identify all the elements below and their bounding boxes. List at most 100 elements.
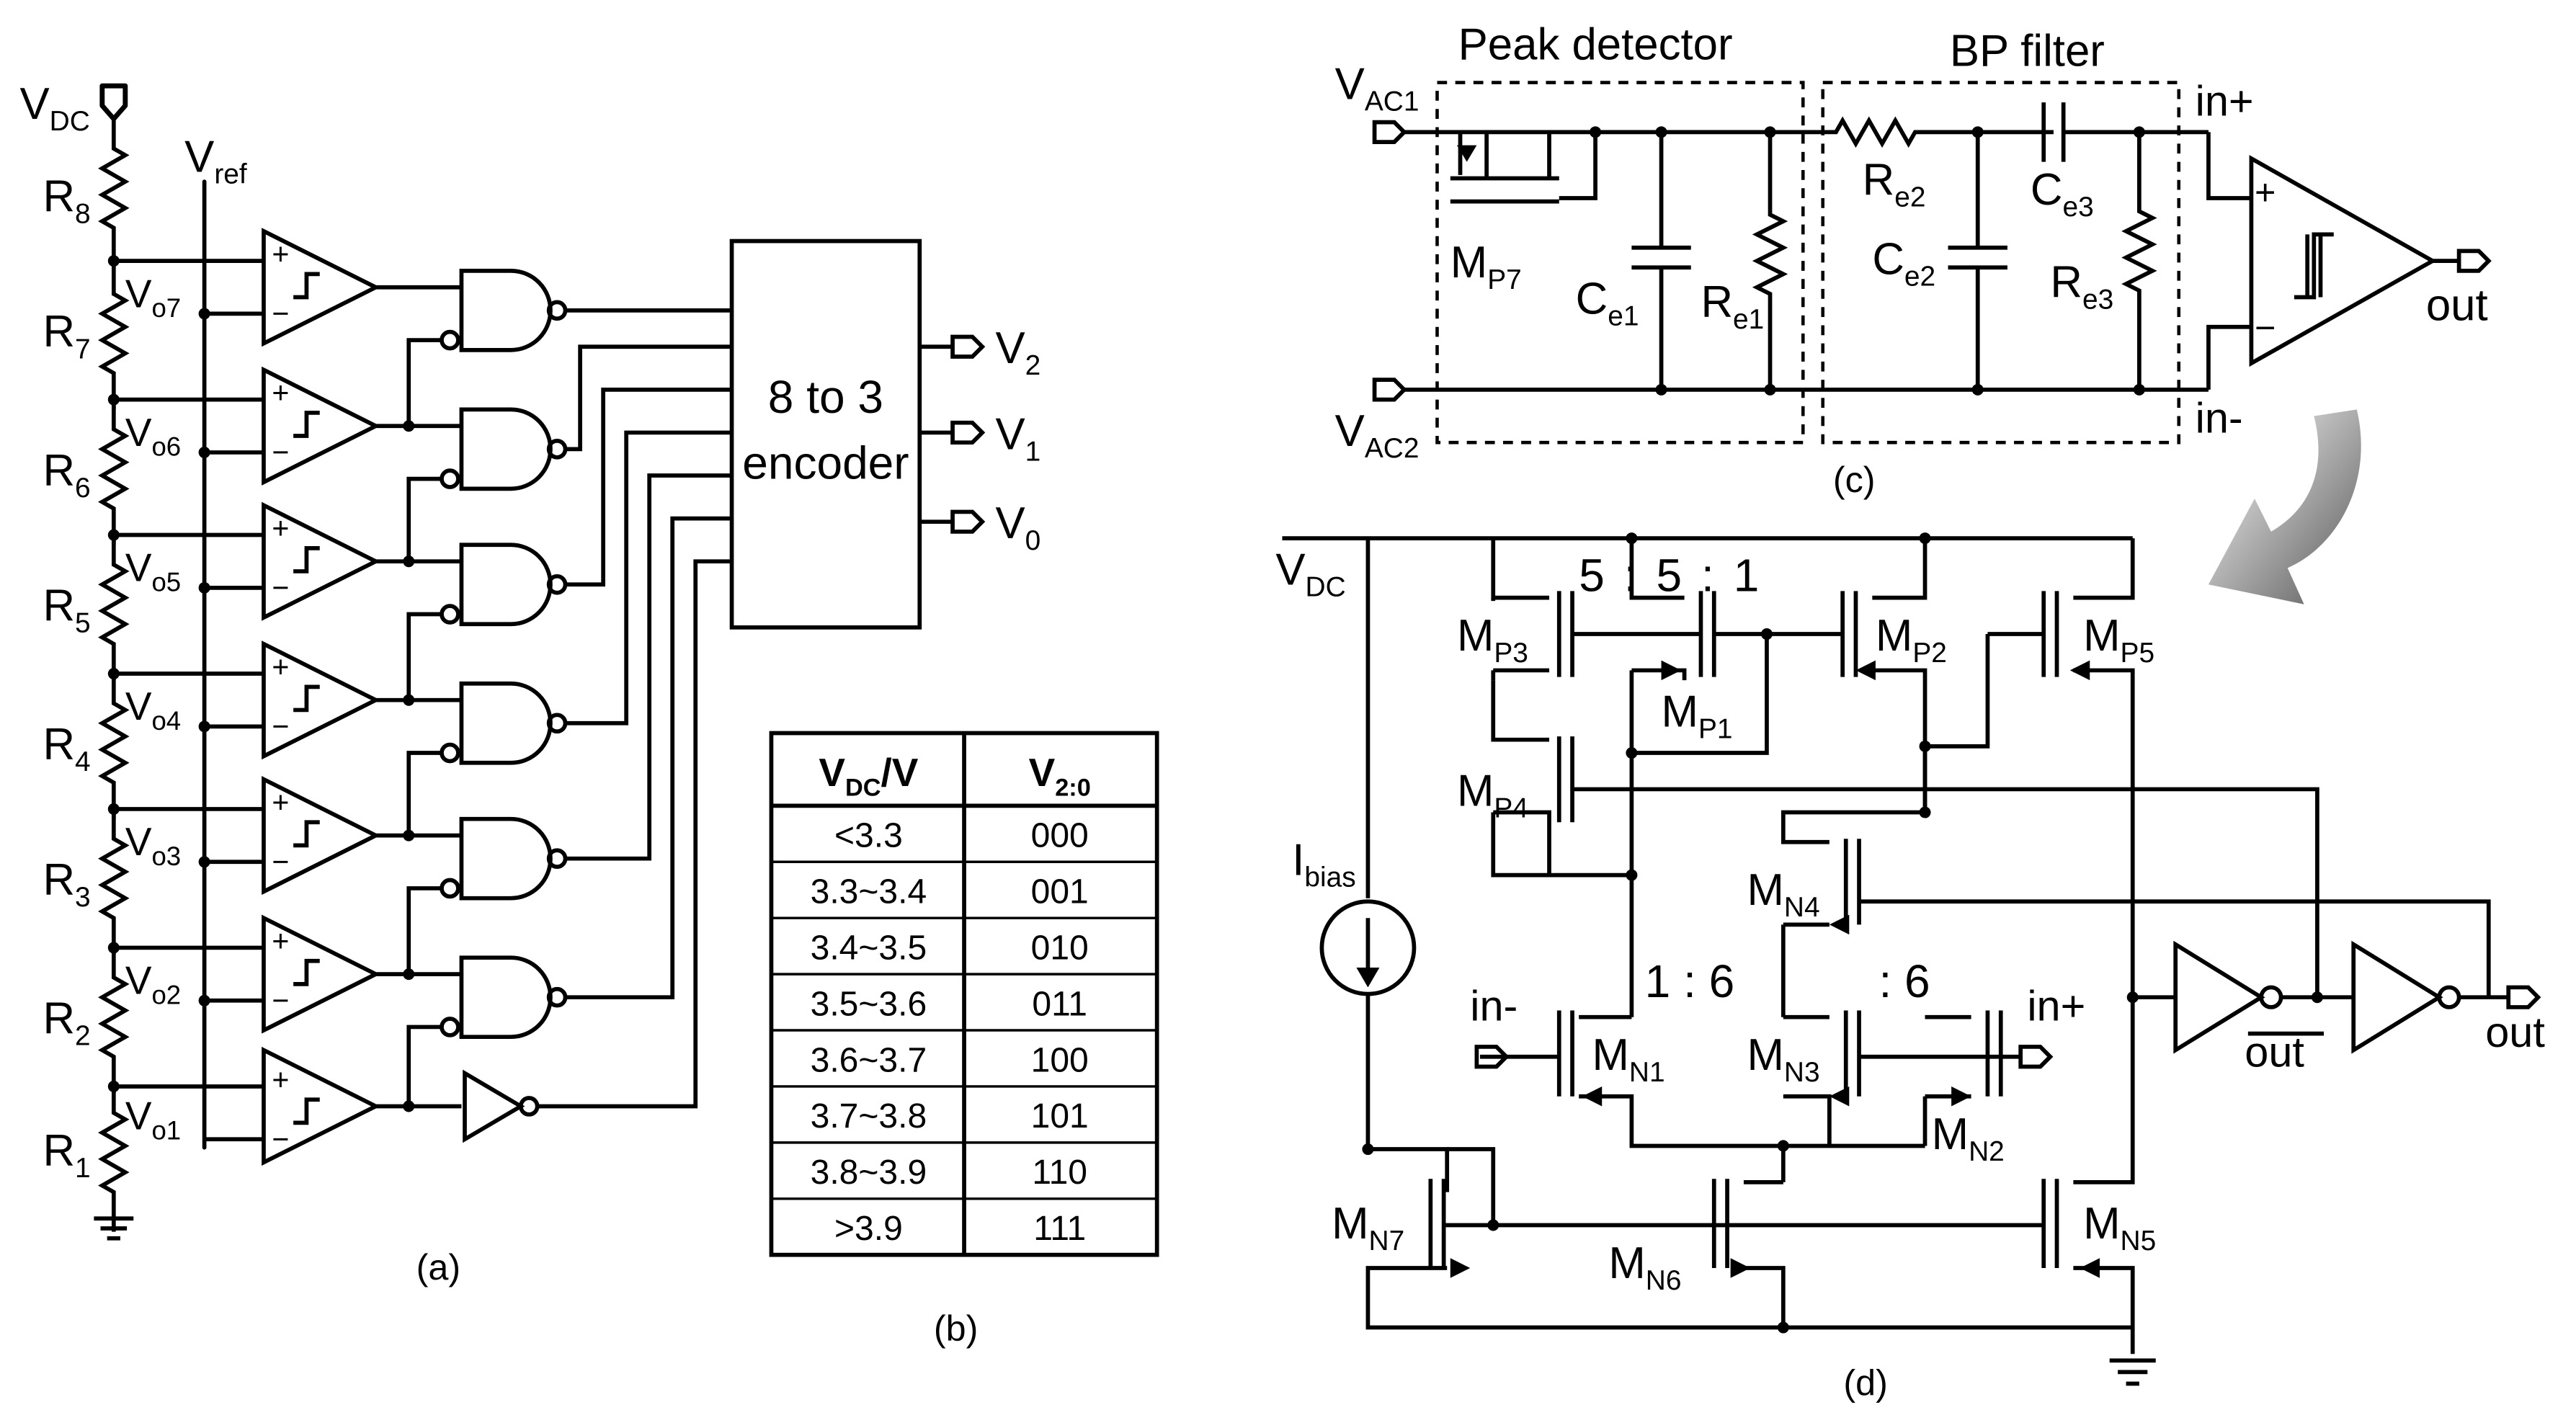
table-cell: 3.3~3.4 <box>811 872 927 911</box>
panel-c: Peak detector BP filter VAC1 VAC2 <box>1335 19 2492 604</box>
table-cell: 3.4~3.5 <box>811 928 927 967</box>
transistor-label: MN5 <box>2083 1199 2156 1256</box>
ratio-n2-label: : 6 <box>1878 955 1930 1007</box>
svg-text:+: + <box>272 512 289 545</box>
minus-sign: − <box>2255 307 2276 348</box>
caption-c: (c) <box>1833 459 1876 500</box>
table-cell: 100 <box>1031 1040 1089 1079</box>
ce3-label: Ce3 <box>2031 165 2094 223</box>
encoder-label-line2: encoder <box>742 437 909 489</box>
transition-arrow-icon <box>2208 409 2361 604</box>
tap-label: Vo7 <box>125 271 181 323</box>
output-label: V2 <box>996 323 1041 381</box>
table-cell: 3.6~3.7 <box>811 1040 927 1079</box>
transistor-label: MN3 <box>1747 1030 1820 1088</box>
peak-detector-box <box>1435 81 1805 445</box>
panel-b-table: VDC/V V2:0 <3.3 000 3.3~3.4 001 3.4~3.5 010… <box>769 731 1159 1349</box>
table-cell: 111 <box>1033 1209 1086 1248</box>
vdc-label: VDC <box>19 79 89 137</box>
table-header: V2:0 <box>1029 750 1091 802</box>
transistor-label: MN1 <box>1592 1030 1665 1088</box>
transistor-label: MP5 <box>2083 611 2154 669</box>
encoder-output-pins <box>919 334 986 534</box>
output-label: V0 <box>996 499 1041 556</box>
transistor-label: MP1 <box>1662 687 1733 744</box>
vac1-label: VAC1 <box>1335 59 1420 117</box>
resistor-label: R4 <box>43 720 90 777</box>
ratio-n1-label: 1 : 6 <box>1645 955 1735 1007</box>
transistor-label: MP4 <box>1457 766 1528 823</box>
transistor-label: MP3 <box>1457 611 1528 669</box>
resistor-label: R8 <box>43 171 90 229</box>
nand-gates <box>406 268 732 1143</box>
transistor-label: MN6 <box>1608 1238 1681 1296</box>
svg-text:+: + <box>272 1063 289 1096</box>
svg-text:+: + <box>272 785 289 818</box>
in-plus-label-d: in+ <box>2027 981 2085 1030</box>
tap-label: Vo5 <box>125 545 181 597</box>
tap-label: Vo3 <box>125 819 181 871</box>
tap-label: Vo6 <box>125 410 181 462</box>
resistor-ladder <box>94 119 134 1241</box>
transistor-label: MP2 <box>1876 611 1947 669</box>
vdc-pin-icon <box>99 83 128 122</box>
resistor-label: R3 <box>43 855 90 913</box>
encoder-block <box>729 238 922 630</box>
vac1-pin-icon <box>1372 120 1407 144</box>
caption-a: (a) <box>416 1246 461 1287</box>
table-cell: 3.7~3.8 <box>811 1097 927 1135</box>
vac2-pin-icon <box>1372 378 1407 402</box>
tap-label: Vo1 <box>125 1093 181 1145</box>
peak-detector-label: Peak detector <box>1458 19 1733 69</box>
table-cell: 000 <box>1031 816 1089 855</box>
plus-sign: + <box>2255 171 2276 213</box>
comparator-bank <box>113 228 462 1166</box>
svg-text:−: − <box>272 845 289 878</box>
bp-filter-label: BP filter <box>1950 27 2105 76</box>
re1-label: Re1 <box>1701 277 1764 335</box>
panel-d: VDC 5 : 5 : 1 1 : 6 : 6 Ibias <box>1275 532 2545 1403</box>
svg-text:−: − <box>272 297 289 330</box>
transistor-label: MN2 <box>1932 1110 2005 1167</box>
vac2-label: VAC2 <box>1335 406 1420 464</box>
re3-label: Re3 <box>2050 257 2113 315</box>
re2-label: Re2 <box>1863 155 1926 213</box>
svg-text:−: − <box>272 571 289 604</box>
svg-text:+: + <box>272 238 289 271</box>
out-bar-label: out <box>2245 1027 2304 1076</box>
table-cell: 110 <box>1032 1153 1087 1192</box>
resistor-label: R7 <box>43 307 90 365</box>
panel-d-wires <box>1282 536 2541 1386</box>
caption-d: (d) <box>1843 1362 1888 1403</box>
output-label: V1 <box>996 409 1041 467</box>
encoder-label-line1: 8 to 3 <box>768 371 883 423</box>
table-cell: 001 <box>1031 872 1089 911</box>
table-header: VDC/V <box>819 750 918 802</box>
table-cell: 3.8~3.9 <box>811 1153 927 1192</box>
transistor-label: MN7 <box>1332 1199 1404 1256</box>
svg-text:−: − <box>272 436 289 469</box>
svg-text:+: + <box>272 924 289 958</box>
table-cell: >3.9 <box>834 1209 903 1248</box>
resistor-label: R5 <box>43 581 90 639</box>
comparator-signs: +− +− +− +− +− +− +− <box>272 238 289 1156</box>
tap-label: Vo4 <box>125 684 181 736</box>
in-minus-label-d: in- <box>1470 981 1517 1030</box>
svg-text:+: + <box>272 376 289 409</box>
out-label: out <box>2426 281 2488 331</box>
tap-label: Vo2 <box>125 958 181 1010</box>
out-label-d: out <box>2485 1008 2545 1056</box>
svg-text:−: − <box>272 983 289 1017</box>
table-cell: 010 <box>1031 928 1089 967</box>
resistor-label: R2 <box>43 994 90 1052</box>
table-cell: <3.3 <box>834 816 903 855</box>
in-plus-label: in+ <box>2196 76 2254 125</box>
bp-filter-box <box>1821 81 2181 445</box>
ce2-label: Ce2 <box>1872 234 1935 292</box>
ibias-label: Ibias <box>1292 836 1355 893</box>
caption-b: (b) <box>934 1308 979 1349</box>
svg-text:−: − <box>272 1122 289 1156</box>
vdc-label-d: VDC <box>1275 545 1345 602</box>
in-minus-label: in- <box>2196 393 2243 442</box>
